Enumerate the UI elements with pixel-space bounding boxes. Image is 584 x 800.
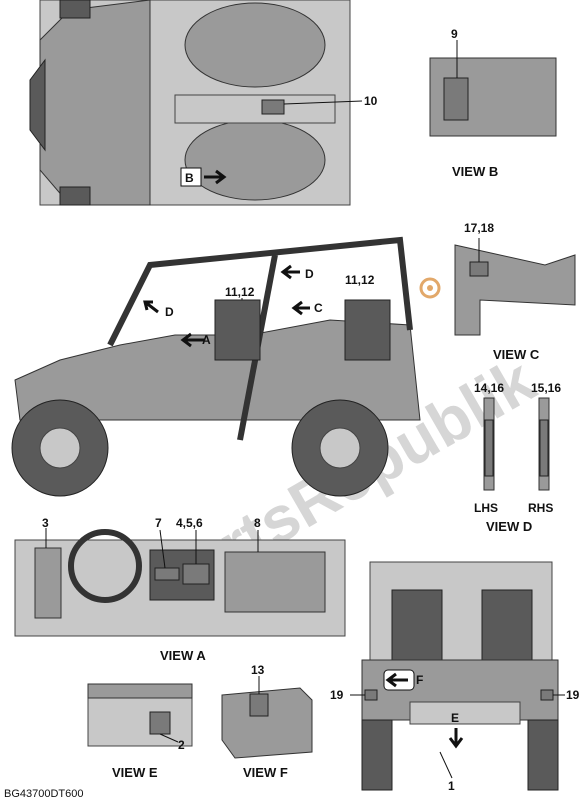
svg-text:A: A <box>202 333 211 347</box>
callout-19-right: 19 <box>566 688 580 702</box>
view-d-illustration <box>483 397 550 491</box>
callout-9: 9 <box>451 27 458 41</box>
callout-7: 7 <box>155 516 162 530</box>
view-e-title: VIEW E <box>112 765 158 780</box>
callout-3: 3 <box>42 516 49 530</box>
top-view-label-10 <box>261 99 285 115</box>
svg-text:E: E <box>451 711 459 725</box>
view-f-illustration <box>221 687 313 759</box>
callout-8: 8 <box>254 516 261 530</box>
side-label-lhs: LHS <box>474 501 498 515</box>
side-label-rhs: RHS <box>528 501 553 515</box>
view-b-title: VIEW B <box>452 164 498 179</box>
side-view-illustration <box>11 236 421 497</box>
svg-text:D: D <box>165 305 174 319</box>
callout-1: 1 <box>448 779 455 793</box>
view-d-title: VIEW D <box>486 519 532 534</box>
view-c-title: VIEW C <box>493 347 540 362</box>
view-c-marker: C <box>291 300 323 316</box>
svg-text:C: C <box>314 301 323 315</box>
diagram-code: BG43700DT600 <box>4 788 84 800</box>
callout-14-16: 14,16 <box>474 381 504 395</box>
view-d-marker-top: D <box>280 264 314 281</box>
callout-19-left: 19 <box>330 688 344 702</box>
svg-text:F: F <box>416 673 423 687</box>
callout-17-18: 17,18 <box>464 221 494 235</box>
callout-13: 13 <box>251 663 265 677</box>
view-a-title: VIEW A <box>160 648 206 663</box>
view-a-illustration <box>14 529 346 637</box>
view-f-title: VIEW F <box>243 765 288 780</box>
view-f-marker: F <box>383 669 423 691</box>
view-b-illustration <box>429 57 557 137</box>
view-a-marker: A <box>180 332 211 348</box>
gear-icon <box>419 277 441 299</box>
callout-11-12-front: 11,12 <box>225 285 255 299</box>
callout-15-16: 15,16 <box>531 381 561 395</box>
callout-4-5-6: 4,5,6 <box>176 516 203 530</box>
view-e-illustration <box>87 683 193 747</box>
view-c-illustration <box>454 244 576 336</box>
callout-10: 10 <box>364 94 378 108</box>
view-d-marker-front: D <box>143 300 174 319</box>
view-b-marker: B <box>180 167 227 187</box>
callout-2: 2 <box>178 738 185 752</box>
svg-text:B: B <box>185 171 194 185</box>
view-e-marker: E <box>448 711 464 749</box>
callout-11-12-rear: 11,12 <box>345 273 375 287</box>
svg-text:D: D <box>305 267 314 281</box>
